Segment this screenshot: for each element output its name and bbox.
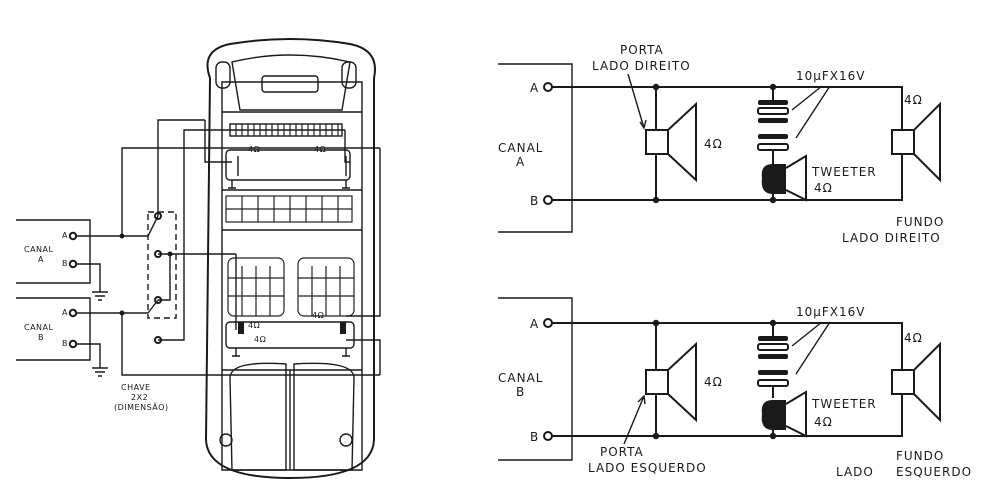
- car-rear-right-speaker-ohm: 4Ω: [248, 145, 260, 154]
- channel-b-letter: B: [516, 385, 525, 399]
- car-channel-b-title: CANAL: [24, 323, 54, 332]
- car-switch: CHAVE 2X2 (DIMENSÃO): [114, 119, 345, 412]
- door-left-side: LADO ESQUERDO: [588, 461, 707, 475]
- door-speaker-icon: [645, 87, 697, 200]
- car-channel-b-letter: B: [38, 333, 44, 342]
- channel-a-term-b-label: B: [530, 194, 539, 208]
- rear-speaker-icon: [891, 341, 941, 423]
- channel-a-term-a-label: A: [530, 81, 539, 95]
- tweeter-left-label: TWEETER: [811, 397, 877, 411]
- channel-a-terminal-a: [543, 82, 553, 92]
- channel-a-letter: A: [516, 155, 525, 169]
- car-channel-a-title: CANAL: [24, 245, 54, 254]
- rear-right-impedance: 4Ω: [904, 93, 923, 107]
- rear-left-impedance: 4Ω: [904, 331, 923, 345]
- capacitor-icon: [757, 87, 789, 164]
- door-speaker-icon: [645, 323, 697, 436]
- ground-icon: [76, 343, 108, 377]
- capacitor-value-top: 10µFX16V: [796, 69, 866, 83]
- channel-b-title: CANAL: [498, 371, 543, 385]
- car-channel-a-box: CANAL A A B: [16, 219, 91, 284]
- door-left-label: PORTA: [600, 445, 644, 459]
- tweeter-right-label: TWEETER: [811, 165, 877, 179]
- rear-left-side-b: ESQUERDO: [896, 465, 972, 479]
- car-body-outline: 4Ω 4Ω 4Ω 4Ω 4Ω: [204, 38, 381, 480]
- tweeter-icon: [761, 390, 807, 438]
- car-channel-a-term-a: A: [62, 231, 68, 240]
- door-left-impedance: 4Ω: [704, 375, 723, 389]
- channel-a-terminal-b: [543, 195, 553, 205]
- door-right-impedance: 4Ω: [704, 137, 723, 151]
- car-channel-b-box: CANAL B A B: [16, 297, 91, 361]
- car-switch-type: 2X2: [131, 393, 148, 402]
- car-switch-label: CHAVE: [121, 383, 151, 392]
- car-channel-a-terminal-a: [68, 231, 78, 241]
- rear-speaker-icon: [891, 101, 941, 183]
- rear-left-side-a: LADO: [836, 465, 874, 479]
- channel-b-term-b-label: B: [530, 430, 539, 444]
- car-door-tweeter-ohm: 4Ω: [254, 335, 266, 344]
- tweeter-icon: [761, 154, 807, 202]
- rear-right-side: LADO DIREITO: [842, 231, 941, 245]
- car-channel-a-terminal-b: [68, 259, 78, 269]
- car-channel-b-terminal-a: [68, 308, 78, 318]
- channel-b-terminal-b: [543, 431, 553, 441]
- door-right-side: LADO DIREITO: [592, 59, 691, 73]
- channel-a-title: CANAL: [498, 141, 543, 155]
- channel-b-circuit: CANAL B A B 4Ω PORTA LADO ESQUERDO: [498, 297, 972, 479]
- channel-b-term-a-label: A: [530, 317, 539, 331]
- car-switch-note: (DIMENSÃO): [114, 402, 169, 412]
- rear-left-label: FUNDO: [896, 449, 944, 463]
- car-door-left-speaker-ohm: 4Ω: [248, 321, 260, 330]
- car-door-right-speaker-ohm: 4Ω: [312, 311, 324, 320]
- car-rear-left-speaker-ohm: 4Ω: [314, 145, 326, 154]
- rear-right-label: FUNDO: [896, 215, 944, 229]
- door-right-label: PORTA: [620, 43, 664, 57]
- channel-b-terminal-a: [543, 318, 553, 328]
- tweeter-left-impedance: 4Ω: [814, 415, 833, 429]
- tweeter-right-impedance: 4Ω: [814, 181, 833, 195]
- capacitor-value-bottom: 10µFX16V: [796, 305, 866, 319]
- car-channel-b-term-a: A: [62, 308, 68, 317]
- car-channel-a-term-b: B: [62, 259, 68, 268]
- car-channel-b-term-b: B: [62, 339, 68, 348]
- capacitor-icon: [757, 323, 789, 398]
- channel-a-circuit: CANAL A A B PORTA LADO DIREITO 4Ω: [498, 43, 944, 245]
- ground-icon: [76, 263, 108, 301]
- car-wiring-diagram: CANAL A A B CANAL B A B: [16, 38, 381, 480]
- car-channel-b-terminal-b: [68, 339, 78, 349]
- car-channel-a-letter: A: [38, 255, 44, 264]
